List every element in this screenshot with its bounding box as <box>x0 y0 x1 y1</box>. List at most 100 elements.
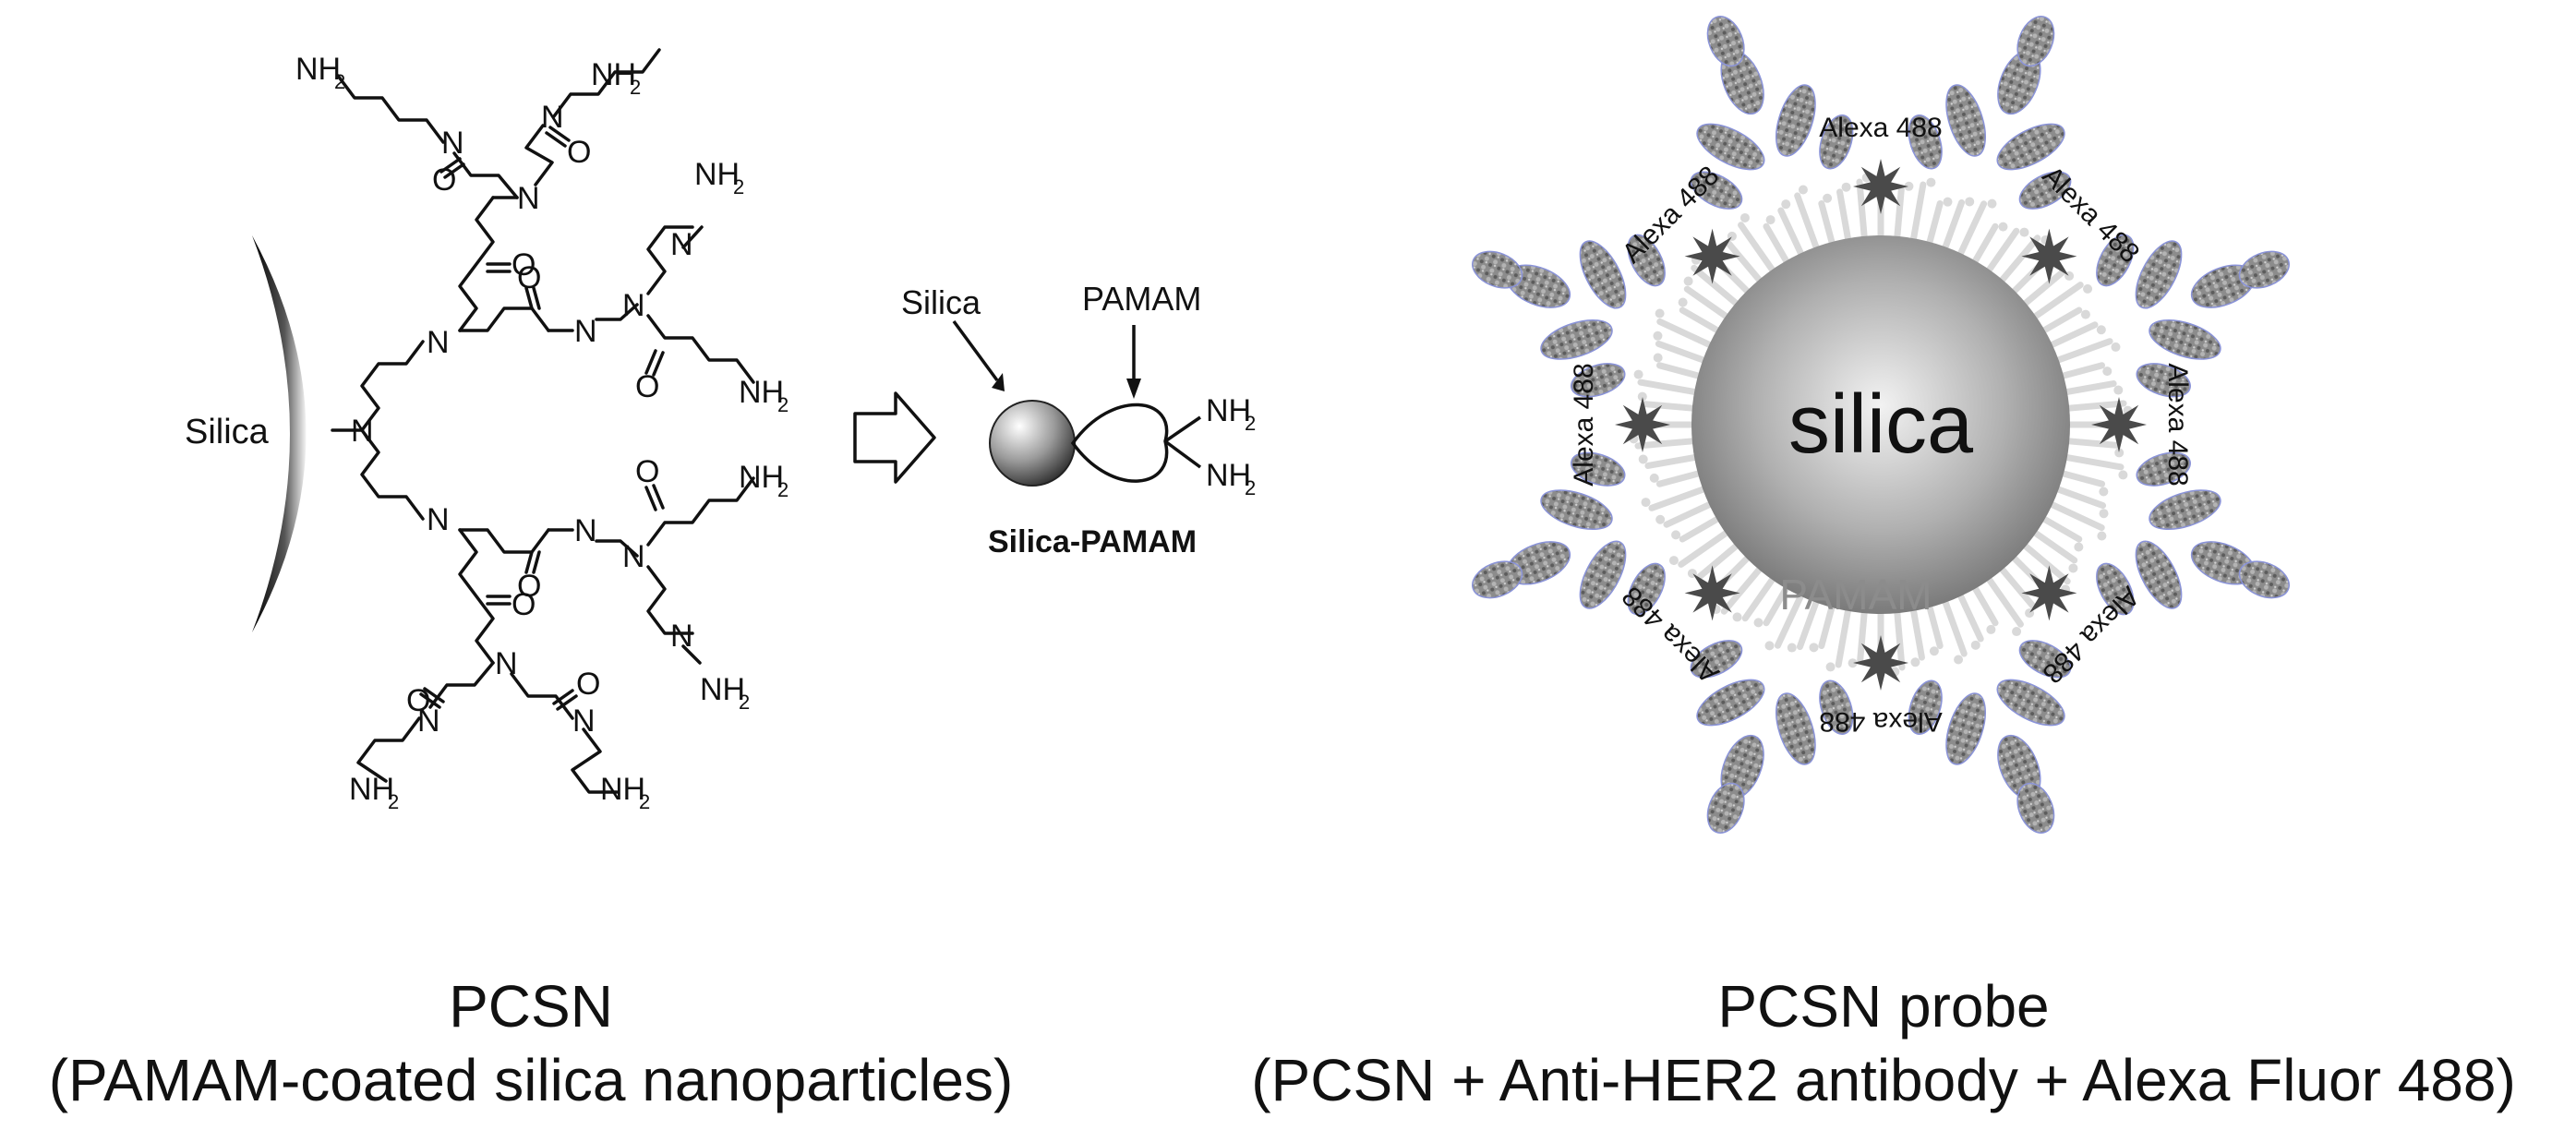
transform-arrow <box>853 391 936 484</box>
pamam-spike <box>2055 469 2106 487</box>
atom-n: N <box>427 325 450 360</box>
pamam-spike <box>2028 282 2084 322</box>
pamam-spike <box>2044 321 2099 350</box>
atom-o: O <box>517 260 541 295</box>
pamam-spike-tip <box>1970 640 1980 650</box>
pamam-spike-tip <box>1641 498 1651 508</box>
pamam-spike <box>1763 222 1792 269</box>
svg-text:2: 2 <box>777 478 788 501</box>
antibody-domain <box>1627 562 1666 616</box>
pamam-spike <box>1969 222 1999 269</box>
pamam-spike <box>1893 605 1906 671</box>
pamam-spike <box>1634 437 1701 450</box>
pamam-spike <box>1996 234 2041 287</box>
atom-o: O <box>406 683 430 718</box>
anti-her2-antibody-icon <box>1690 640 1854 834</box>
alexa-488-star-icon <box>1853 635 1908 691</box>
pamam-spike <box>2037 513 2083 543</box>
pamam-spike <box>1655 340 1711 366</box>
pamam-spike <box>1679 307 1725 336</box>
pcsn-probe-caption-title: PCSN probe <box>1717 973 2050 1040</box>
pamam-spike <box>2061 437 2120 449</box>
alexa-488-star-icon <box>1853 159 1908 214</box>
antibody-domain <box>1776 84 1816 157</box>
antibody-domain <box>1540 319 1613 360</box>
antibody-domain <box>2149 489 2221 530</box>
antibody-domain <box>1696 679 1765 727</box>
atom-n: N <box>417 703 440 739</box>
atom-o: O <box>512 247 536 282</box>
pamam-spike <box>1836 188 1852 246</box>
pamam-spike <box>1644 453 1703 469</box>
antibody-domain <box>1996 679 2065 727</box>
antibody-domain <box>2018 171 2072 210</box>
antibody-domain <box>2096 562 2135 616</box>
atom-n: N <box>622 288 645 323</box>
pamam-spike <box>1725 240 1765 287</box>
svg-text:2: 2 <box>777 393 788 416</box>
alexa-488-star-icon <box>1615 397 1670 452</box>
svg-text:NH: NH <box>1206 393 1251 428</box>
alexa-488-label: Alexa 488 <box>1819 706 1942 737</box>
pamam-spike <box>1794 192 1822 255</box>
pamam-spike <box>2059 453 2125 471</box>
silica-core-label: silica <box>1788 379 1974 471</box>
pamam-spike <box>2037 307 2083 336</box>
antibody-domain <box>1472 250 1523 289</box>
pamam-spike <box>1940 198 1966 255</box>
schematic-pamam-label: PAMAM <box>1082 280 1201 318</box>
antibody-domain <box>1776 692 1816 765</box>
alexa-488-star-icon <box>2021 228 2077 284</box>
pamam-spike <box>1678 527 1733 568</box>
amine-nh2: NH2 <box>349 772 399 813</box>
silica-core-sphere <box>1691 235 2070 614</box>
atom-n: N <box>572 703 596 739</box>
svg-text:2: 2 <box>1245 412 1256 435</box>
alexa-488-label: Alexa 488 <box>1569 363 1599 486</box>
antibody-domain <box>1579 540 1627 609</box>
pamam-spike-tip <box>1655 308 1665 319</box>
atom-n: N <box>541 100 564 135</box>
svg-text:NH: NH <box>700 672 745 707</box>
pamam-spike-tip <box>1809 643 1819 653</box>
antibody-domain <box>1690 171 1743 210</box>
svg-text:NH: NH <box>349 772 394 807</box>
atom-n: N <box>441 126 464 161</box>
pamam-spike <box>1969 581 1999 627</box>
pamam-spike <box>1720 562 1765 615</box>
pamam-spike <box>1683 285 1733 322</box>
antibody-domain <box>2149 319 2221 360</box>
pamam-spike <box>1642 401 1701 413</box>
pamam-spike-tip <box>1987 198 1997 209</box>
antibody-domain <box>2096 234 2135 287</box>
antibody-domain <box>1908 114 1943 170</box>
pamam-spike <box>1637 379 1703 396</box>
schematic-amine-nh2: NH2 <box>1206 458 1256 499</box>
antibody-domain <box>1696 123 1765 171</box>
pcsn-caption: PCSN (PAMAM-coated silica nanoparticles) <box>0 969 1062 1117</box>
pamam-spike <box>1983 227 2020 277</box>
silica-pamam-schematic: Silica PAMAM NH2 NH2 Silica-PAMAM <box>901 280 1256 559</box>
antibody-domain <box>1627 234 1666 287</box>
antibody-domain <box>1819 114 1854 170</box>
pamam-spike-tip <box>2099 487 2109 497</box>
pamam-spike-tip <box>1678 297 1688 307</box>
amine-nh2: NH2 <box>700 672 750 714</box>
pamam-spike-tip <box>1781 199 1791 210</box>
antibody-domain <box>1706 782 1745 834</box>
alexa-fluor-stars <box>1615 159 2147 691</box>
pamam-spike <box>2051 484 2107 510</box>
antibody-domain <box>1472 560 1523 599</box>
pamam-spike <box>2055 362 2106 380</box>
pcsn-caption-subtitle: (PAMAM-coated silica nanoparticles) <box>48 1047 1014 1113</box>
svg-text:NH: NH <box>591 57 636 92</box>
antibody-domain <box>1945 84 1986 157</box>
atom-n: N <box>670 227 693 262</box>
antibody-domain <box>1540 489 1613 530</box>
svg-text:NH: NH <box>600 772 645 807</box>
atom-o: O <box>567 135 591 170</box>
antibody-domain <box>2136 363 2191 398</box>
pamam-spike-tip <box>2074 542 2084 552</box>
pamam-spike <box>1983 572 2024 628</box>
antibody-domain <box>2135 240 2183 309</box>
